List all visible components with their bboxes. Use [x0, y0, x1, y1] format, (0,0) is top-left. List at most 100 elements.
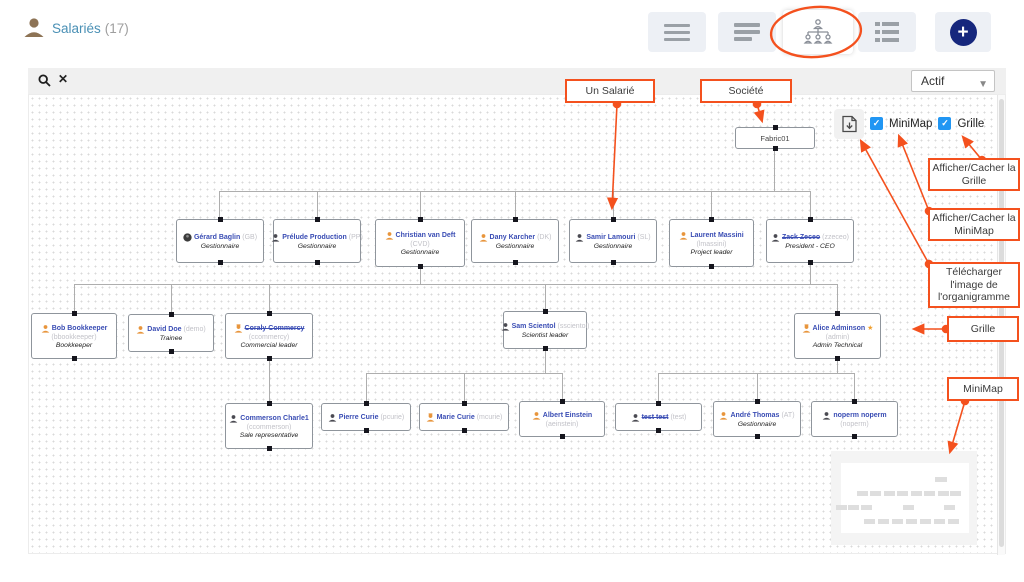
person-icon-dark	[501, 322, 510, 331]
minimap-node	[848, 505, 859, 510]
employee-node-aeinstein[interactable]: Albert Einstein(aeinstein)	[519, 399, 605, 439]
minimap-node	[920, 519, 931, 524]
connector-line	[269, 284, 270, 313]
employee-role: President - CEO	[785, 242, 835, 250]
employee-node-pcurie[interactable]: Pierre Curie(pcurie)	[321, 401, 411, 433]
employee-name: Coraly Commercy	[244, 324, 305, 332]
minimap-panel[interactable]	[831, 451, 977, 545]
connector-line	[515, 191, 516, 219]
orgchart-view-button[interactable]	[783, 10, 853, 54]
employee-username: (AT)	[781, 411, 795, 419]
employee-node-gbaglin[interactable]: Gérard Baglin(GB)Gestionnaire	[176, 217, 264, 265]
employee-name: Prélude Production	[282, 233, 347, 241]
comfortable-list-icon	[734, 23, 760, 41]
minimap-node	[911, 491, 922, 496]
employee-node-dkarcher[interactable]: Dany Karcher(DK)Gestionnaire	[471, 217, 559, 265]
clear-search-icon[interactable]: ✕	[58, 72, 69, 86]
app-header: Salariés(17) +	[0, 0, 1024, 64]
employee-username: (CVD)	[410, 240, 430, 248]
connector-line	[854, 373, 855, 401]
page-title: Salariés(17)	[52, 21, 129, 36]
employee-name: test test	[641, 413, 669, 421]
employee-role: Gestionnaire	[495, 242, 535, 250]
filter-bar: ✕ Actif ▼	[28, 68, 1006, 94]
employee-node-demo[interactable]: David Doe(demo)Trainee	[128, 312, 214, 354]
person-icon-orange	[532, 411, 541, 420]
connector-line	[658, 373, 659, 403]
employee-name: Dany Karcher	[489, 233, 536, 241]
person-icon-dark	[771, 233, 780, 242]
connector-line	[219, 191, 810, 192]
connector-line	[837, 284, 838, 313]
connector-line	[317, 191, 318, 219]
employee-username: (SL)	[637, 233, 651, 241]
employee-name: Marie Curie	[436, 413, 475, 421]
employee-username: (bbookkeeper)	[51, 333, 97, 341]
download-image-icon	[841, 115, 857, 133]
employee-role: Bookkeeper	[55, 341, 93, 349]
company-name: Fabric01	[760, 133, 790, 143]
employee-name: Christian van Deft	[395, 231, 456, 239]
annotation-afficher-cacher-minimap: Afficher/Cacher la MiniMap	[928, 208, 1020, 241]
employee-name: Laurent Massini	[690, 231, 744, 239]
employee-node-zzeceo[interactable]: Zack Zeceo(zzeceo)President - CEO	[766, 217, 854, 265]
employee-username: (test)	[670, 413, 687, 421]
grille-checkbox[interactable]: ✓	[938, 117, 952, 130]
person-icon-photo	[183, 232, 192, 242]
employee-role: Project leader	[690, 248, 733, 256]
comfortable-list-view-button[interactable]	[718, 12, 776, 52]
orgchart-icon	[803, 19, 833, 44]
connector-line	[810, 263, 811, 284]
star-icon: ★	[867, 325, 874, 332]
annotation-afficher-cacher-grille: Afficher/Cacher la Grille	[928, 158, 1020, 191]
company-node[interactable]: Fabric01	[735, 125, 815, 151]
employee-node-sscientol[interactable]: Sam Scientol(sscientol)Scientist leader	[501, 309, 589, 351]
connector-line	[464, 373, 465, 403]
download-orgchart-button[interactable]	[834, 109, 864, 139]
employee-name: Alice Adminson	[812, 324, 866, 332]
connector-line	[171, 284, 172, 314]
employee-node-noperm[interactable]: noperm noperm(noperm)	[811, 399, 898, 439]
minimap-node	[836, 505, 847, 510]
employee-node-slamouri[interactable]: Samir Lamouri(SL)Gestionnaire	[569, 217, 657, 265]
annotation-minimap: MiniMap	[947, 377, 1019, 401]
annotation-telecharger-image: Télécharger l'image de l'organigramme	[928, 262, 1020, 308]
employee-role: Admin Technical	[812, 341, 863, 349]
employee-role: Trainee	[159, 334, 183, 342]
person-icon-orange	[679, 231, 688, 240]
minimap-node	[924, 491, 935, 496]
employee-name: André Thomas	[730, 411, 780, 419]
minimap-node	[870, 491, 881, 496]
detailed-list-view-button[interactable]	[858, 12, 916, 52]
minimap-checkbox-label: MiniMap	[889, 117, 933, 130]
employee-node-bbookkeeper[interactable]: Bob Bookkeeper(bbookkeeper)Bookkeeper	[31, 311, 117, 361]
employee-username: (PP)	[348, 233, 363, 241]
list-icon	[664, 23, 690, 41]
search-icon[interactable]	[38, 74, 51, 87]
employee-node-cvandeft[interactable]: Christian van Deft(CVD)Gestionnaire	[375, 217, 465, 269]
employee-node-test[interactable]: test test(test)	[615, 401, 702, 433]
minimap-node	[892, 519, 903, 524]
employee-node-lmassini[interactable]: Laurent Massini(lmassini)Project leader	[669, 217, 754, 269]
connector-line	[269, 359, 270, 403]
employee-node-pprod[interactable]: Prélude Production(PP)Gestionnaire	[271, 217, 363, 265]
add-employee-button[interactable]: +	[935, 12, 991, 52]
employee-node-admin[interactable]: Alice Adminson★(admin)Admin Technical	[794, 311, 881, 361]
employee-node-ccommercy[interactable]: Coraly Commercy(ccommercy)Commercial lea…	[225, 311, 313, 361]
employee-node-mcurie[interactable]: Marie Curie(mcurie)	[419, 401, 509, 433]
minimap-checkbox[interactable]: ✓	[870, 117, 883, 130]
employee-username: (GB)	[242, 233, 258, 241]
status-filter-select[interactable]: Actif ▼	[911, 70, 995, 92]
connector-line	[613, 191, 614, 219]
list-view-button[interactable]	[648, 12, 706, 52]
employee-node-ccommerson[interactable]: Commerson Charle1(ccommerson)Sale repres…	[225, 401, 313, 451]
employee-role: Gestionnaire	[737, 420, 777, 428]
person-icon-orange	[719, 411, 728, 420]
connector-line	[420, 191, 421, 219]
employee-count: (17)	[104, 21, 129, 36]
minimap-node	[944, 505, 955, 510]
annotation-un-salarie: Un Salarié	[565, 79, 655, 103]
employee-role: Scientist leader	[521, 331, 569, 339]
employee-node-athomas[interactable]: André Thomas(AT) Gestionnaire	[713, 399, 801, 439]
